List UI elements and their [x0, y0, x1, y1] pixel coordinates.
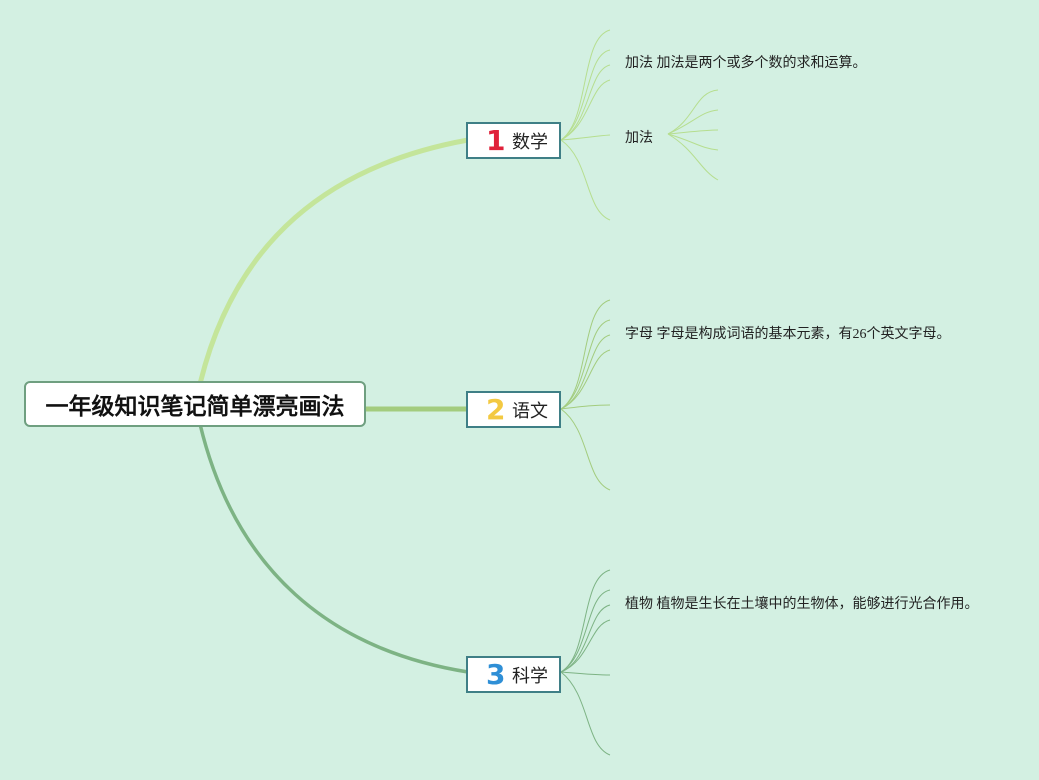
math-note-addition-definition[interactable]: 加法 加法是两个或多个数的求和运算。	[625, 56, 867, 71]
branch-chinese-label: 语文	[512, 400, 548, 422]
number-2-icon: 2	[486, 392, 506, 426]
root-topic[interactable]: 一年级知识笔记简单漂亮画法	[24, 381, 366, 427]
branch-math[interactable]: 1 数学	[466, 122, 561, 159]
number-3-icon: 3	[486, 657, 506, 691]
science-note-plants[interactable]: 植物 植物是生长在土壤中的生物体，能够进行光合作用。	[625, 597, 979, 612]
branch-science-label: 科学	[512, 665, 548, 687]
branch-math-label: 数学	[512, 131, 548, 153]
science-sub-connectors	[560, 569, 611, 756]
connector-root-math	[197, 137, 471, 387]
math-note-addition[interactable]: 加法	[625, 131, 653, 146]
number-1-icon: 1	[486, 123, 506, 157]
chinese-note-letters[interactable]: 字母 字母是构成词语的基本元素，有26个英文字母。	[625, 327, 951, 342]
branch-chinese[interactable]: 2 语文	[466, 391, 561, 428]
connector-root-science	[198, 422, 470, 674]
root-title: 一年级知识笔记简单漂亮画法	[45, 394, 345, 420]
math-leaf-sub-connectors	[667, 89, 719, 181]
branch-science[interactable]: 3 科学	[466, 656, 561, 693]
chinese-sub-connectors	[560, 299, 611, 491]
math-sub-connectors	[560, 29, 611, 221]
